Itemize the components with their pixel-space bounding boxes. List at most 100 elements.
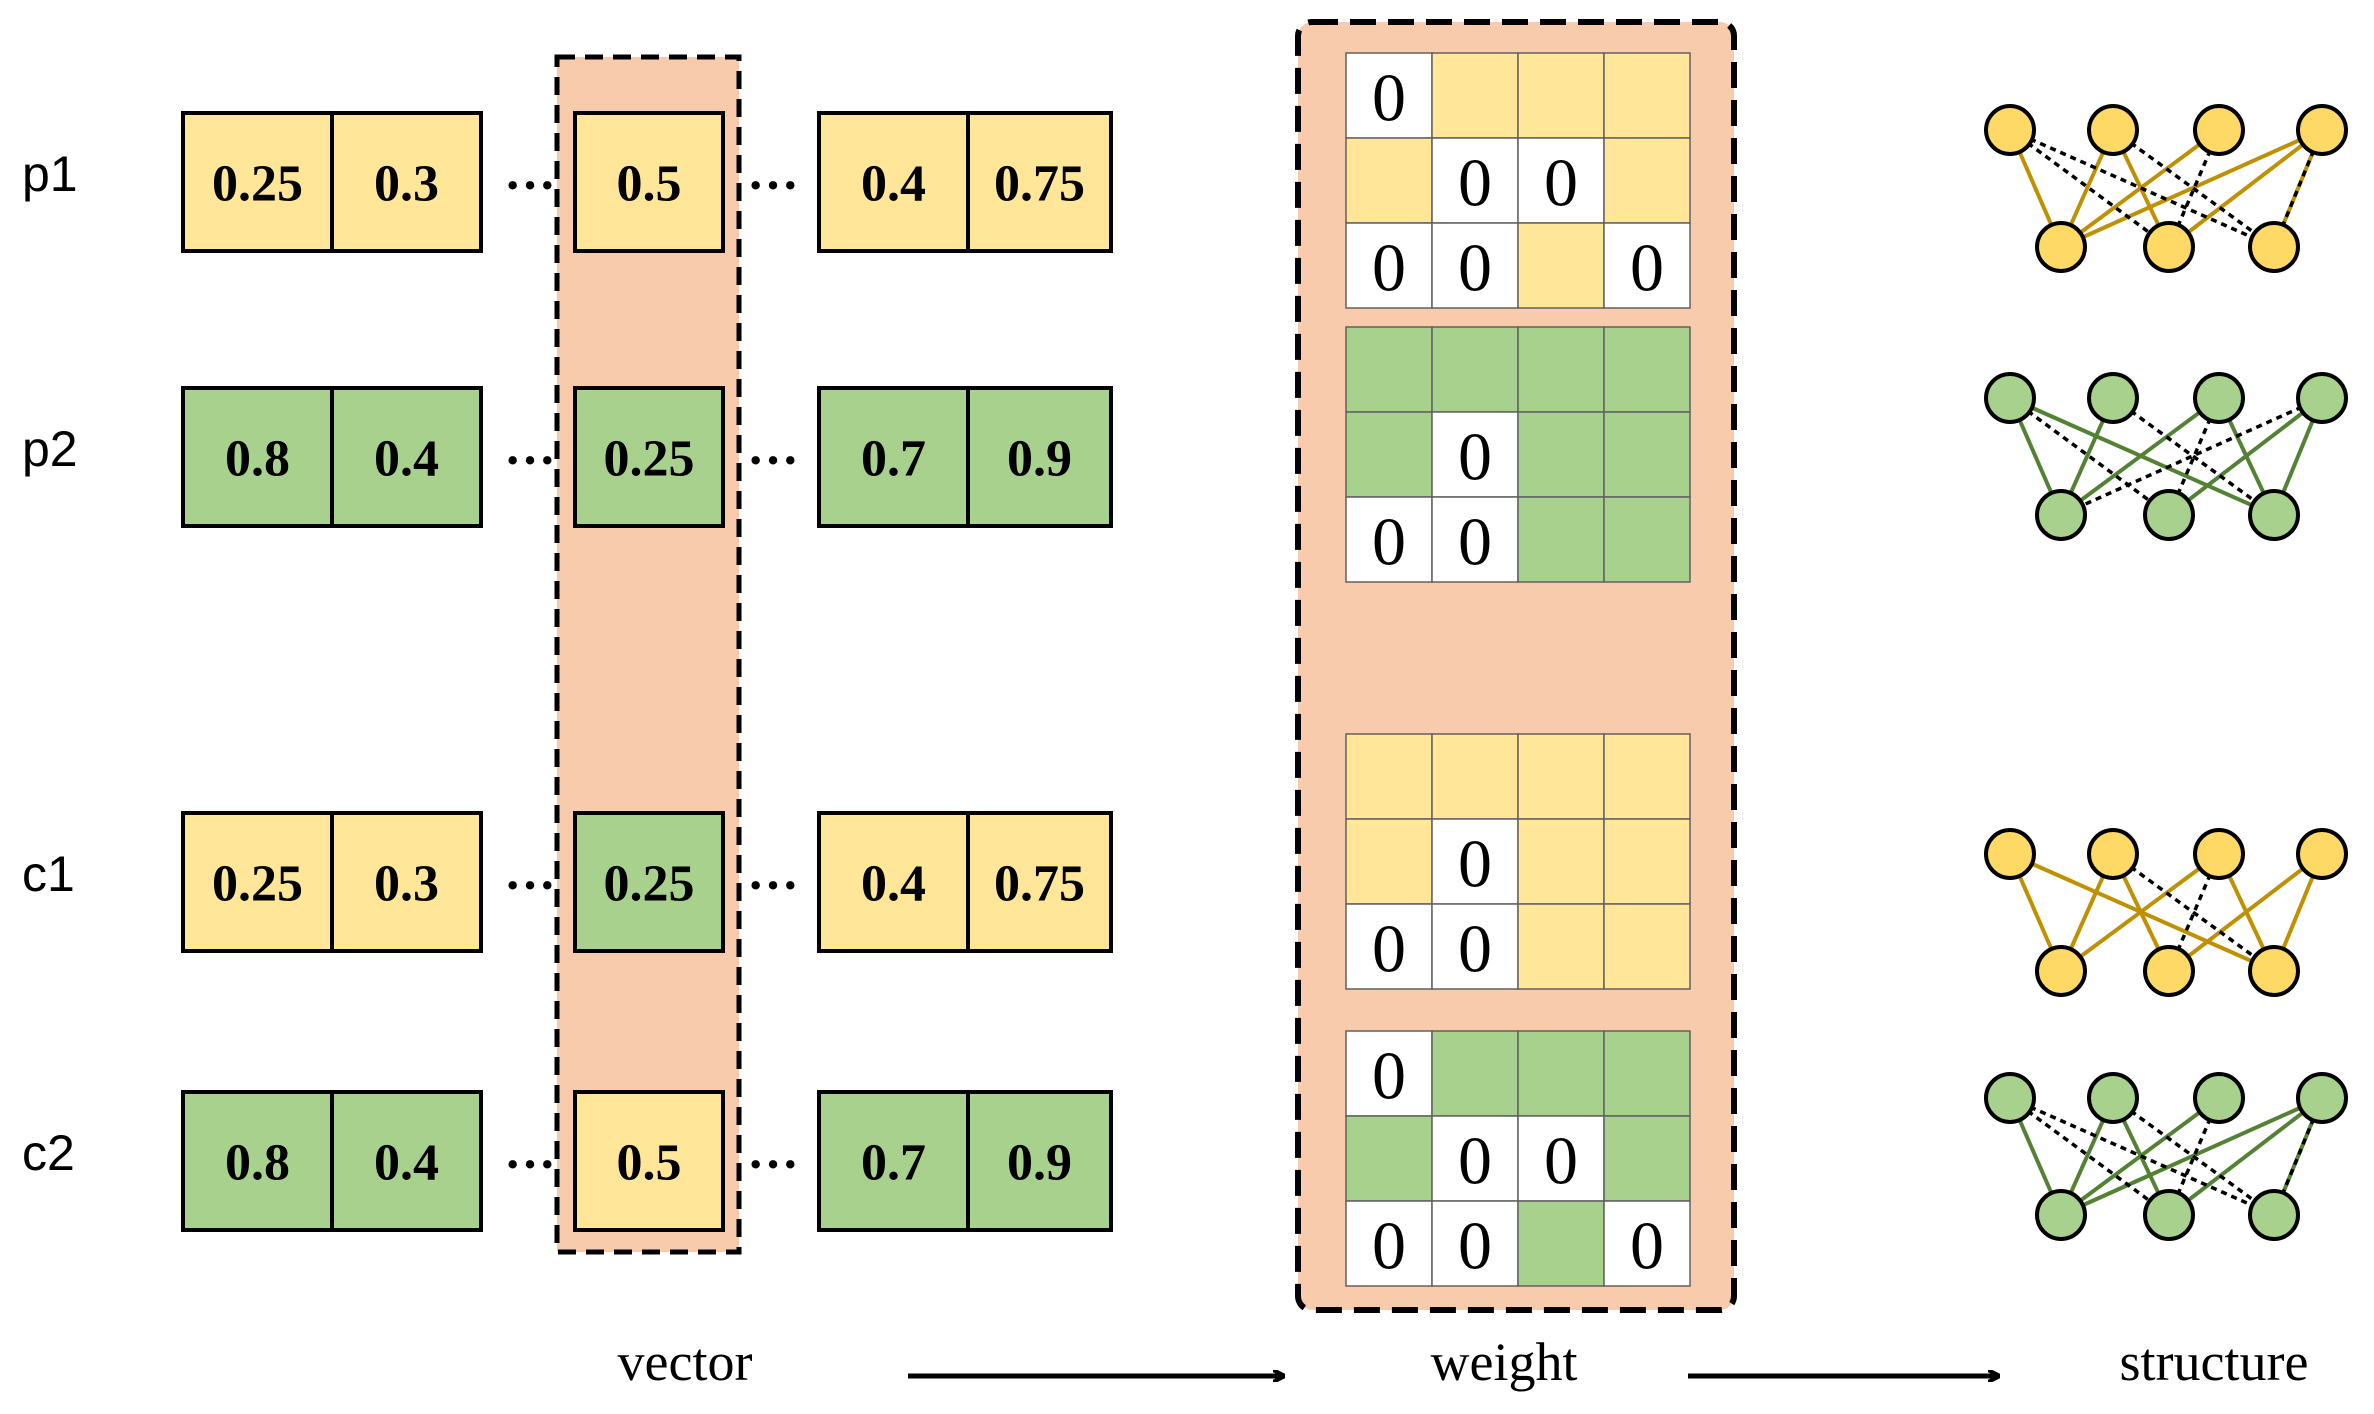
ellipsis-dots: ···: [504, 158, 556, 215]
pruned-connection: [2111, 128, 2276, 249]
weight-cell: [1517, 903, 1605, 990]
vector-cell-value: 0.25: [212, 156, 303, 213]
weight-cell: [1345, 1200, 1433, 1287]
vector-cell-value: 0.4: [374, 1135, 439, 1192]
weight-zero: 0: [1458, 504, 1492, 580]
weight-cell: [1345, 1115, 1433, 1202]
weight-cell: [1517, 411, 1605, 498]
input-node: [2087, 1072, 2139, 1124]
row-label: c2: [22, 1125, 75, 1181]
weight-cell: [1431, 137, 1519, 224]
active-connection: [2167, 1096, 2324, 1217]
output-node: [2248, 1189, 2300, 1241]
weight-zero: 0: [1458, 911, 1492, 987]
weight-zero: 0: [1458, 145, 1492, 221]
ellipsis-dots: ···: [747, 1137, 799, 1194]
weight-zero: 0: [1458, 230, 1492, 306]
weight-cell: [1603, 903, 1691, 990]
input-node: [1984, 1072, 2036, 1124]
weight-cell: [1431, 903, 1519, 990]
output-node: [2143, 489, 2195, 541]
output-node: [2143, 945, 2195, 997]
network-1: [1984, 104, 2348, 273]
weight-cell: [1345, 326, 1433, 413]
active-connection: [2167, 128, 2324, 249]
active-connection: [2060, 1096, 2323, 1217]
input-node: [2193, 1072, 2245, 1124]
vector-cell: [966, 811, 1113, 953]
weight-zero: 0: [1372, 911, 1406, 987]
weight-zero: 0: [1372, 60, 1406, 136]
input-node: [1984, 104, 2036, 156]
weight-cell: [1603, 222, 1691, 309]
weight-cell: [1345, 411, 1433, 498]
output-node: [2248, 221, 2300, 273]
vector-cell: [817, 811, 970, 953]
vector-cell-value: 0.8: [225, 431, 290, 488]
vector-selection-panel: [554, 54, 742, 1255]
weight-cell: [1345, 733, 1433, 820]
vector-cell-value: 0.9: [1007, 431, 1072, 488]
input-node: [2296, 1072, 2348, 1124]
weight-cell: [1603, 52, 1691, 139]
weight-cell: [1517, 1115, 1605, 1202]
weight-cell: [1345, 137, 1433, 224]
pruned-connection: [2060, 396, 2323, 517]
output-node: [2143, 221, 2195, 273]
ellipsis-dots: ···: [504, 433, 556, 490]
weight-cell: [1517, 1200, 1605, 1287]
active-connection: [2059, 852, 2221, 973]
row-label: p1: [22, 146, 78, 202]
vector-cell: [966, 1090, 1113, 1232]
vector-cell: [181, 1090, 334, 1232]
weight-cell: [1603, 1115, 1691, 1202]
weight-cell: [1431, 733, 1519, 820]
weight-zero: 0: [1630, 230, 1664, 306]
vector-cell-value: 0.7: [861, 1135, 926, 1192]
weight-zero: 0: [1544, 1123, 1578, 1199]
vector-cell-value: 0.4: [861, 856, 926, 913]
input-node: [2087, 372, 2139, 424]
weight-cell: [1517, 222, 1605, 309]
vector-cell: [330, 1090, 483, 1232]
weight-zero: 0: [1372, 230, 1406, 306]
vector-cell-value: 0.75: [994, 856, 1085, 913]
output-node: [2035, 221, 2087, 273]
vector-cell: [573, 111, 725, 253]
vector-cell-value: 0.25: [212, 856, 303, 913]
weight-cell: [1517, 496, 1605, 583]
weight-zero: 0: [1458, 1208, 1492, 1284]
active-connection: [2059, 128, 2221, 249]
network-3: [1984, 828, 2348, 997]
weight-zero: 0: [1630, 1208, 1664, 1284]
vector-cell-value: 0.75: [994, 156, 1085, 213]
weight-cell: [1345, 496, 1433, 583]
vector-cell: [181, 386, 334, 528]
weight-cell: [1345, 222, 1433, 309]
network-4: [1984, 1072, 2348, 1241]
weight-cell: [1345, 52, 1433, 139]
weight-cell: [1603, 1200, 1691, 1287]
input-node: [2087, 828, 2139, 880]
pruned-connection: [2111, 852, 2276, 973]
ellipsis-dots: ···: [747, 158, 799, 215]
weight-zero: 0: [1544, 145, 1578, 221]
input-node: [1984, 372, 2036, 424]
vector-cell: [330, 111, 483, 253]
output-node: [2035, 489, 2087, 541]
row-label: c1: [22, 846, 75, 902]
vector-cell-value: 0.3: [374, 156, 439, 213]
output-node: [2248, 489, 2300, 541]
weight-caption: weight: [1431, 1332, 1578, 1392]
weight-cell: [1517, 1030, 1605, 1117]
vector-cell: [573, 811, 725, 953]
pruned-connection: [2009, 1096, 2275, 1217]
ellipsis-dots: ···: [504, 858, 556, 915]
